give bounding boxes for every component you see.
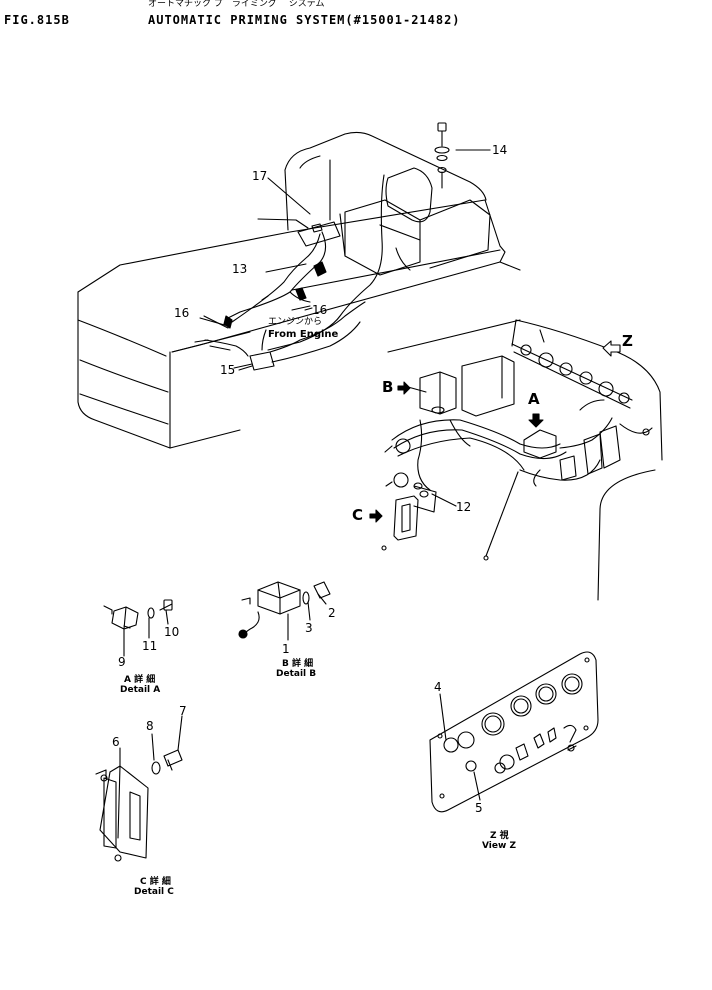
detail-c-drawing: [96, 716, 182, 861]
view-a-letter: A: [528, 390, 540, 408]
detail-b-caption-jp: B 詳 細: [282, 659, 314, 669]
callout-4: 4: [434, 680, 442, 694]
callout-16-left: 16: [174, 306, 190, 320]
detail-a-caption: Detail A: [120, 685, 161, 695]
view-boundary-top: [388, 320, 520, 352]
wiring-harness-13: [195, 175, 384, 370]
detail-a-caption-jp: A 詳 細: [124, 675, 156, 685]
view-z-caption: View Z: [482, 841, 516, 851]
operator-cab-seat: [285, 132, 490, 275]
page-title: AUTOMATIC PRIMING SYSTEM(#15001-21482): [148, 13, 461, 27]
wiring-loom-panel: [392, 400, 620, 560]
callout-9: 9: [118, 655, 126, 669]
callout-7: 7: [179, 704, 187, 718]
callout-16-right: 16: [312, 303, 328, 317]
callout-14: 14: [492, 143, 508, 157]
figure-number: FIG.815B: [4, 13, 70, 27]
title-japanese: オートマチック プ゛ライミング゛ システム: [148, 0, 325, 9]
view-c-letter: C: [352, 506, 364, 524]
from-engine-jp-label: エンジンから: [268, 317, 323, 327]
callout-2: 2: [328, 606, 336, 620]
callout-13: 13: [232, 262, 248, 276]
view-z-letter: Z: [622, 332, 633, 350]
callout-10: 10: [164, 625, 180, 639]
relay-box-b: [420, 356, 514, 416]
callout-8: 8: [146, 719, 154, 733]
detail-c-caption: Detail C: [134, 887, 174, 897]
detail-b-drawing: [239, 582, 330, 640]
view-z-panel: [430, 652, 598, 812]
callout-17: 17: [252, 169, 268, 183]
callout-12: 12: [456, 500, 472, 514]
sensor-cluster-left: [385, 439, 436, 512]
from-engine-label: From Engine: [268, 329, 339, 340]
detail-a-drawing: [104, 600, 172, 656]
callout-11: 11: [142, 639, 158, 653]
timer-unit-c: [382, 496, 418, 550]
callout-1: 1: [282, 642, 290, 656]
detail-c-caption-jp: C 詳 細: [140, 877, 171, 887]
view-arrows: [370, 341, 620, 522]
detail-b-caption: Detail B: [276, 669, 317, 679]
callout-3: 3: [305, 621, 313, 635]
view-boundary-right: [598, 470, 655, 600]
callout-6: 6: [112, 735, 120, 749]
callout-15: 15: [220, 363, 236, 377]
gauge-row-on-panel: [512, 344, 652, 435]
leader-lines: [204, 150, 490, 506]
callout-5: 5: [475, 801, 483, 815]
view-z-caption-jp: Z 視: [490, 831, 509, 841]
view-b-letter: B: [382, 378, 394, 396]
